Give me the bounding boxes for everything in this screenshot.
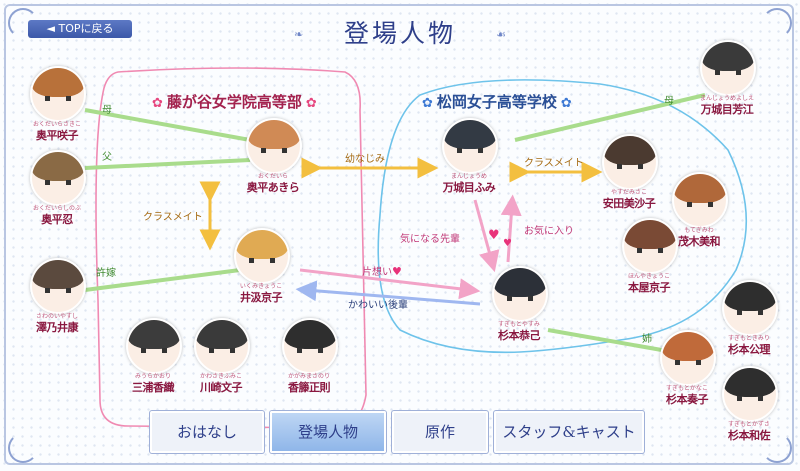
character-sugimoto-kanako[interactable]: すぎもとかなこ 杉本奏子 bbox=[650, 330, 724, 420]
character-ikusawa-kyoko[interactable]: いくみきょうこ 井汲京子 bbox=[224, 228, 298, 318]
character-sugimoto-kimiri[interactable]: すぎもときみり 杉本公理 bbox=[712, 280, 786, 370]
cute-junior-arrow bbox=[295, 280, 481, 306]
character-sugimoto-yasumi[interactable]: すぎもとやすみ 杉本恭己 bbox=[482, 266, 556, 356]
page-title: ❧ 登場人物 ☙ bbox=[294, 19, 506, 48]
relation-label: 母 bbox=[664, 96, 674, 107]
character-portrait bbox=[246, 118, 302, 174]
character-portrait bbox=[442, 118, 498, 174]
flower-icon: ✿ bbox=[422, 96, 433, 111]
flower-icon: ✿ bbox=[152, 96, 163, 111]
relation-label: 片想い♥ bbox=[362, 265, 402, 278]
character-okudaira-akira[interactable]: おくだいら 奥平あきら bbox=[236, 118, 310, 208]
character-okudaira-shinobu[interactable]: おくだいらしのぶ 奥平忍 bbox=[20, 150, 94, 240]
character-portrait bbox=[700, 40, 756, 96]
school-label-right: ✿松岡女子高等学校✿ bbox=[422, 93, 572, 111]
fiance-line bbox=[84, 268, 241, 292]
favorite-arrow bbox=[500, 194, 522, 263]
relation-label: 姉 bbox=[642, 334, 652, 345]
character-portrait bbox=[672, 172, 728, 228]
relation-label: お気に入り bbox=[524, 226, 574, 237]
nav-staff-cast-button[interactable]: スタッフ&キャスト bbox=[494, 411, 644, 453]
character-portrait bbox=[492, 266, 548, 322]
character-sugimoto-kazuyo[interactable]: すぎもとかずさ 杉本和佐 bbox=[712, 366, 786, 456]
character-portrait bbox=[30, 258, 86, 314]
character-honya-kyoko[interactable]: ほんやきょうこ 本屋京子 bbox=[612, 218, 686, 308]
character-kagami-masanori[interactable]: かがみまさのり 香籐正則 bbox=[272, 318, 346, 408]
character-portrait bbox=[722, 366, 778, 422]
heart-icon: ♥ bbox=[392, 265, 402, 278]
nav-characters-button[interactable]: 登場人物 bbox=[270, 411, 386, 453]
character-portrait bbox=[30, 66, 86, 122]
character-yasuda-misako[interactable]: やすだみさこ 安田美沙子 bbox=[592, 134, 666, 224]
character-portrait bbox=[234, 228, 290, 284]
heart-icon: ♥ bbox=[503, 238, 512, 249]
character-portrait bbox=[722, 280, 778, 336]
back-to-top-button[interactable]: ◄ TOPに戻る bbox=[28, 20, 132, 38]
character-okudaira-sakiko[interactable]: おくだいらさきこ 奥平咲子 bbox=[20, 66, 94, 156]
character-portrait bbox=[126, 318, 182, 374]
nav-story-button[interactable]: おはなし bbox=[150, 411, 264, 453]
character-mikami-kaori[interactable]: みうらかおり 三浦香織 bbox=[116, 318, 190, 408]
title-ornament-icon: ❧ bbox=[294, 28, 304, 41]
character-portrait bbox=[194, 318, 250, 374]
character-manjome-yoshie[interactable]: まんじょうめよしえ 万城目芳江 bbox=[690, 40, 764, 130]
corner-ornament-icon bbox=[8, 8, 38, 38]
mother-line-left bbox=[84, 108, 251, 142]
character-portrait bbox=[30, 150, 86, 206]
one-sided-arrow bbox=[299, 268, 481, 300]
mother-line-right bbox=[514, 93, 706, 142]
character-portrait bbox=[622, 218, 678, 274]
character-portrait bbox=[282, 318, 338, 374]
character-sawanoi-yasushi[interactable]: さわのいやすし 澤乃井康 bbox=[20, 258, 94, 348]
heart-icon: ♥ bbox=[488, 228, 500, 243]
character-kawasaki-fumiko[interactable]: かわさきふみこ 川崎文子 bbox=[184, 318, 258, 408]
character-manjome-fumi[interactable]: まんじょうめ 万城目ふみ bbox=[432, 118, 506, 208]
relation-label: 許嫁 bbox=[96, 268, 116, 279]
father-line-left bbox=[84, 158, 251, 170]
flower-icon: ✿ bbox=[305, 96, 317, 111]
title-ornament-icon: ☙ bbox=[496, 28, 506, 41]
nav-original-work-button[interactable]: 原作 bbox=[392, 411, 488, 453]
flower-icon: ✿ bbox=[560, 96, 572, 111]
right-school-group-outline bbox=[377, 79, 748, 354]
relation-label: 父 bbox=[102, 152, 112, 163]
senior-concern-arrow bbox=[473, 199, 500, 273]
page-frame bbox=[4, 4, 794, 465]
relation-label: クラスメイト bbox=[524, 158, 584, 169]
character-portrait bbox=[602, 134, 658, 190]
character-moteki-miwa[interactable]: もてぎみわ 茂木美和 bbox=[662, 172, 736, 262]
relation-label: かわいい後輩 bbox=[348, 300, 408, 311]
relation-label: 気になる先輩 bbox=[400, 234, 460, 245]
relation-label: 幼なじみ bbox=[345, 154, 385, 165]
character-portrait bbox=[660, 330, 716, 386]
relation-label: クラスメイト bbox=[143, 212, 203, 223]
relation-label: 母 bbox=[102, 105, 112, 116]
school-label-left: ✿藤が谷女学院高等部✿ bbox=[152, 93, 317, 111]
